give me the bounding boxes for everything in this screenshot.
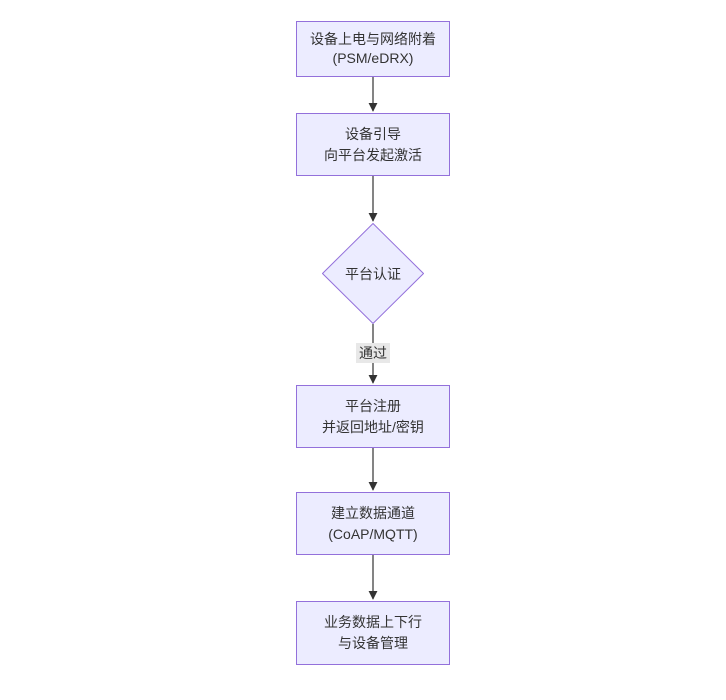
node-data-channel-line1: 建立数据通道 [331, 504, 415, 521]
node-register-line1: 平台注册 [345, 397, 401, 414]
node-power-attach-line2: (PSM/eDRX) [332, 50, 414, 66]
diamond-shape [322, 223, 424, 324]
node-data-channel: 建立数据通道 (CoAP/MQTT) [296, 492, 450, 555]
node-business-data: 业务数据上下行 与设备管理 [296, 601, 450, 665]
node-platform-auth-label: 平台认证 [345, 265, 401, 282]
node-business-data-line1: 业务数据上下行 [324, 614, 422, 630]
node-bootstrap: 设备引导 向平台发起激活 [296, 113, 450, 176]
node-power-attach-line1: 设备上电与网络附着 [310, 31, 436, 47]
edge-label-pass: 通过 [356, 343, 390, 363]
node-platform-auth: 平台认证 [322, 223, 424, 324]
node-bootstrap-line1: 设备引导 [345, 125, 401, 142]
node-data-channel-line2: (CoAP/MQTT) [328, 525, 418, 542]
node-register: 平台注册 并返回地址/密钥 [296, 385, 450, 448]
node-business-data-line2: 与设备管理 [338, 635, 408, 651]
node-power-attach: 设备上电与网络附着 (PSM/eDRX) [296, 21, 450, 77]
node-bootstrap-line2: 向平台发起激活 [324, 146, 422, 163]
node-register-line2: 并返回地址/密钥 [322, 418, 424, 435]
